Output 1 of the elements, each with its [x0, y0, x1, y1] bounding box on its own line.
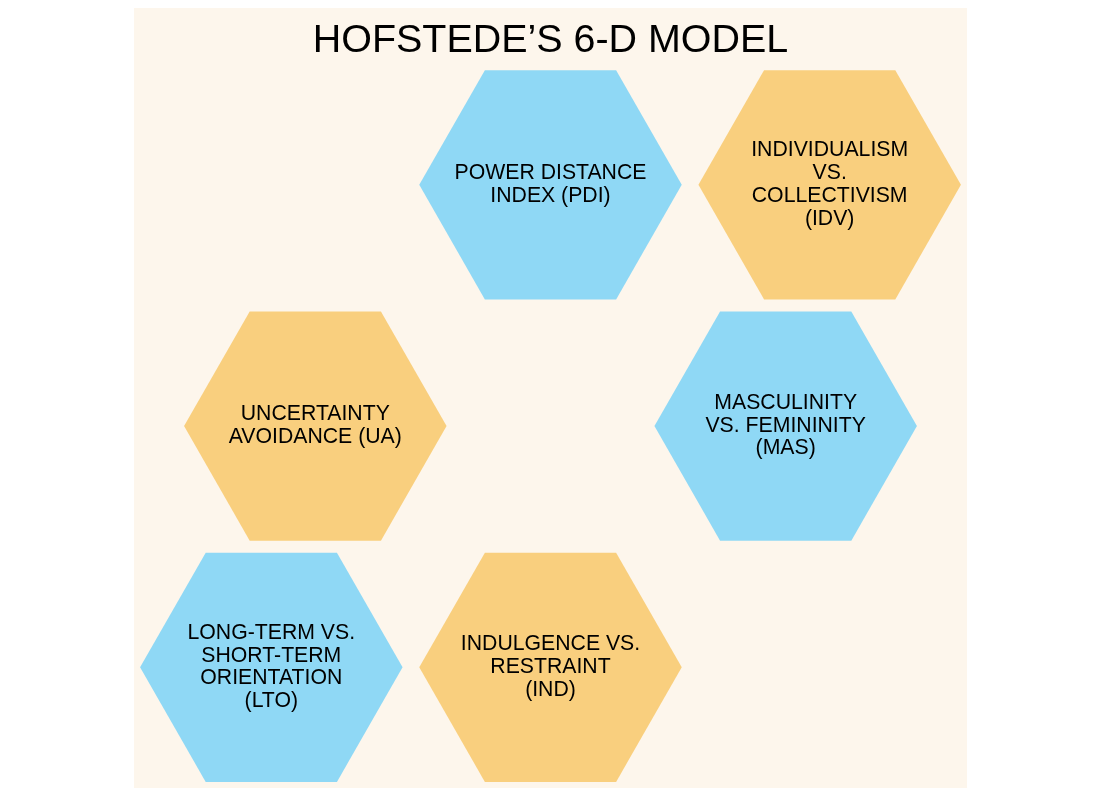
- diagram-title: HOFSTEDE’S 6-D MODEL: [312, 15, 789, 60]
